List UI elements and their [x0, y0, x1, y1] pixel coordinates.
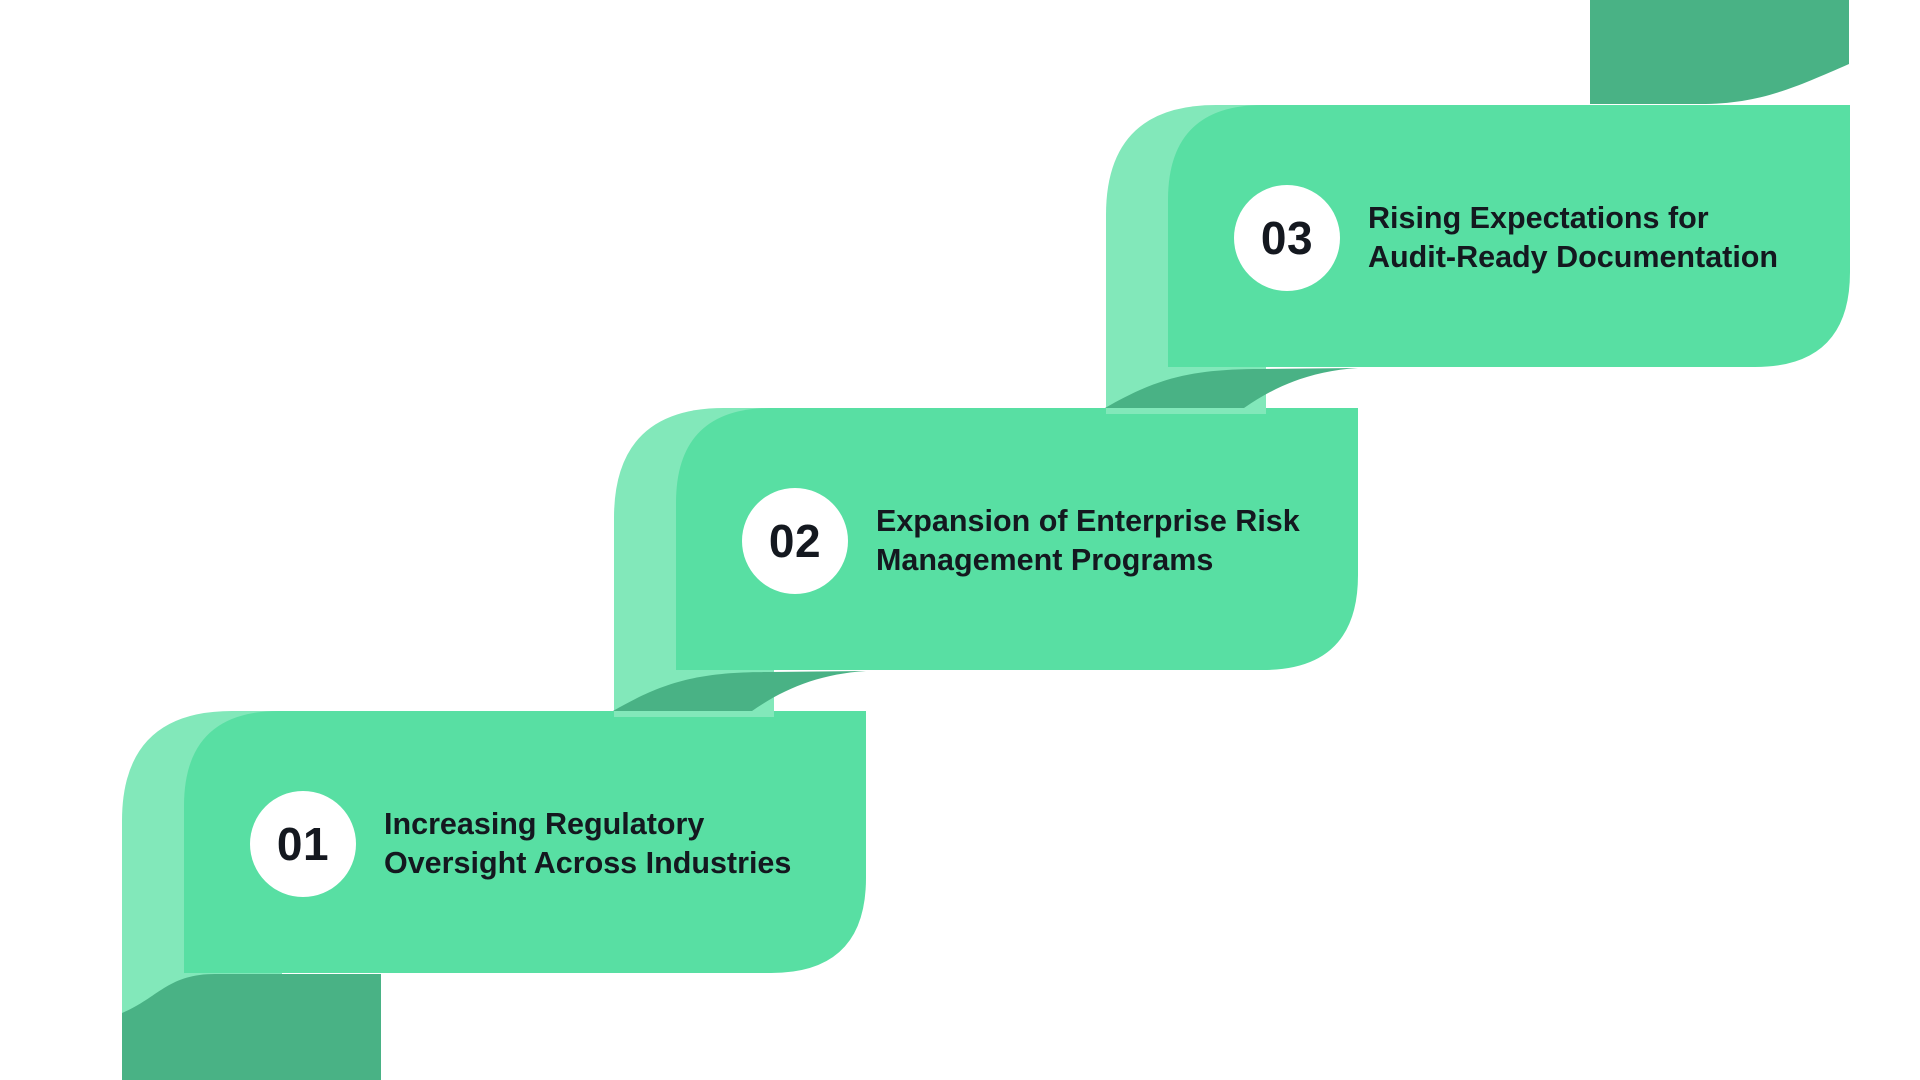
ribbon-2-body: [676, 408, 1358, 670]
fold-step3-to-step2: [1105, 368, 1358, 408]
step-1-circle: [250, 791, 356, 897]
step-2-title-line-2: Management Programs: [876, 543, 1214, 577]
step-3-title-line-1: Rising Expectations for: [1368, 201, 1709, 235]
step-1-title: Increasing Regulatory Oversight Across I…: [384, 796, 944, 892]
ribbon-1-bottom-fold: [122, 974, 381, 1080]
step-2-number: 02: [768, 515, 822, 567]
step-1-number: 01: [276, 818, 330, 870]
step-2-circle: [742, 488, 848, 594]
step-3-circle: [1234, 185, 1340, 291]
step-3-title-line-2: Audit-Ready Documentation: [1368, 240, 1779, 274]
step-1-title-line-1: Increasing Regulatory: [384, 807, 705, 841]
ribbon-1-body: [184, 711, 866, 973]
step-3-number: 03: [1260, 212, 1314, 264]
fold-step2-to-step1: [613, 671, 866, 711]
ribbon-3-top-fold: [1590, 0, 1849, 104]
step-3-title: Rising Expectations for Audit-Ready Docu…: [1368, 190, 1920, 286]
step-2-title-line-1: Expansion of Enterprise Risk: [876, 504, 1300, 538]
step-2-title: Expansion of Enterprise Risk Management …: [876, 493, 1436, 589]
ribbon-3-body: [1168, 105, 1850, 367]
step-1-title-line-2: Oversight Across Industries: [384, 846, 792, 880]
